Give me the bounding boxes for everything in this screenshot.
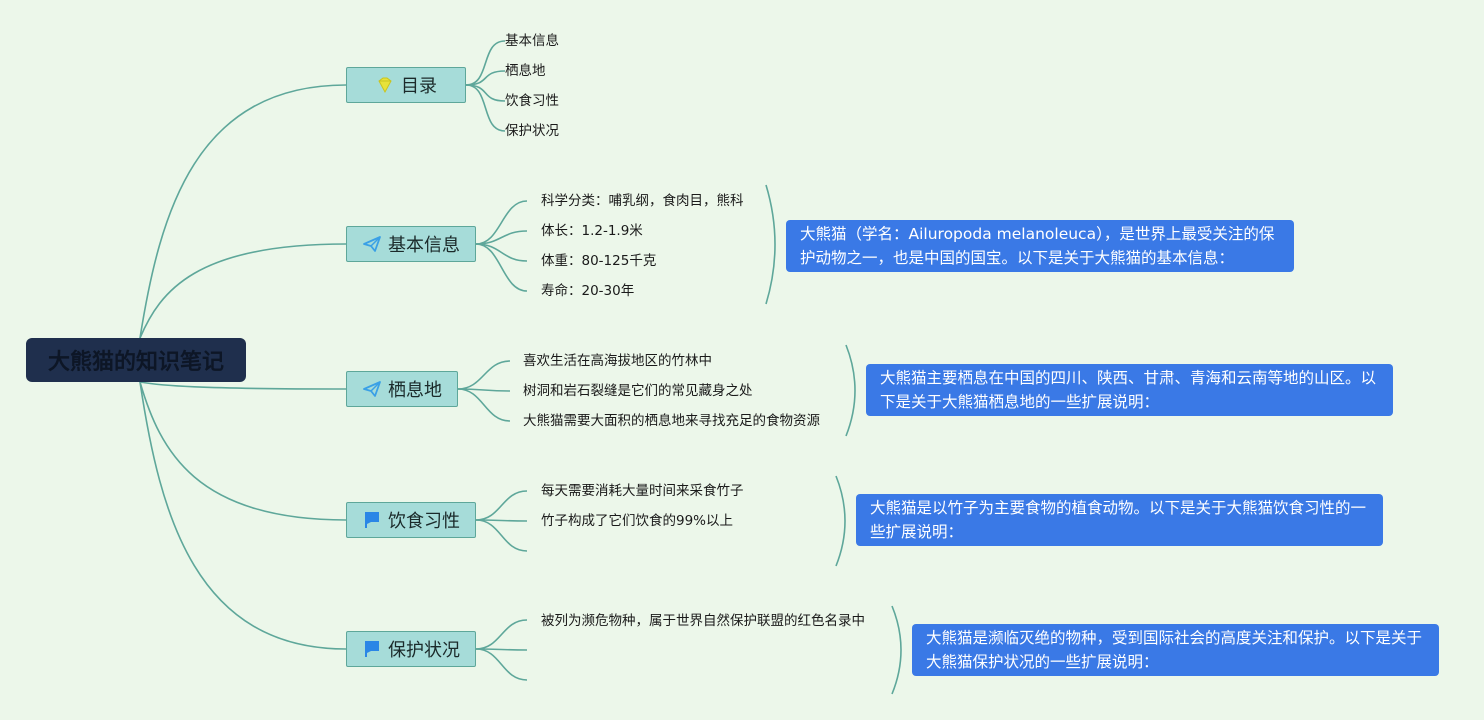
paper-plane-icon [363, 381, 381, 397]
leaf-basic-2[interactable]: 体长：1.2-1.9米 [541, 223, 643, 239]
note-diet[interactable]: 大熊猫是以竹子为主要食物的植食动物。以下是关于大熊猫饮食习性的一些扩展说明： [856, 494, 1383, 546]
branch-leaf-connector [475, 243, 528, 292]
branch-toc[interactable]: 目录 [346, 67, 466, 103]
leaf-diet-1[interactable]: 每天需要消耗大量时间来采食竹子 [541, 483, 744, 499]
note-bracket [765, 184, 776, 305]
branch-label-toc: 目录 [401, 76, 437, 97]
note-bracket [845, 344, 856, 437]
note-bracket [835, 475, 846, 567]
flag-icon [365, 512, 379, 528]
leaf-toc-1[interactable]: 基本信息 [505, 33, 559, 49]
note-basic-info[interactable]: 大熊猫（学名：Ailuropoda melanoleuca），是世界上最受关注的… [786, 220, 1294, 272]
leaf-habitat-1[interactable]: 喜欢生活在高海拔地区的竹林中 [523, 353, 712, 369]
gem-icon [378, 77, 392, 94]
branch-basic-info[interactable]: 基本信息 [346, 226, 476, 262]
leaf-diet-2[interactable]: 竹子构成了它们饮食的99%以上 [541, 513, 734, 529]
branch-leaf-connector [465, 84, 506, 102]
branch-protection[interactable]: 保护状况 [346, 631, 476, 667]
branch-leaf-connector [475, 648, 528, 681]
branch-leaf-connector [475, 490, 528, 521]
branch-leaf-connector [475, 200, 528, 245]
branch-label-basic-info: 基本信息 [388, 235, 460, 256]
branch-leaf-connector [465, 40, 506, 86]
flag-icon [365, 641, 379, 657]
leaf-toc-2[interactable]: 栖息地 [505, 63, 546, 79]
root-branch-connector [139, 381, 347, 521]
branch-habitat[interactable]: 栖息地 [346, 371, 458, 407]
branch-leaf-connector [465, 70, 506, 86]
note-bracket [891, 605, 902, 695]
leaf-protect-1[interactable]: 被列为濒危物种，属于世界自然保护联盟的红色名录中 [541, 613, 865, 629]
branch-leaf-connector [475, 619, 528, 650]
branch-label-diet: 饮食习性 [388, 511, 460, 532]
root-branch-connector [139, 381, 347, 650]
branch-label-habitat: 栖息地 [388, 380, 442, 401]
leaf-basic-3[interactable]: 体重：80-125千克 [541, 253, 657, 269]
root-branch-connector [139, 381, 347, 390]
leaf-habitat-2[interactable]: 树洞和岩石裂缝是它们的常见藏身之处 [523, 383, 753, 399]
note-protection[interactable]: 大熊猫是濒临灭绝的物种，受到国际社会的高度关注和保护。以下是关于大熊猫保护状况的… [912, 624, 1439, 676]
branch-label-protection: 保护状况 [388, 640, 460, 661]
branch-leaf-connector [475, 519, 528, 552]
root-title: 大熊猫的知识笔记 [47, 350, 224, 375]
note-habitat[interactable]: 大熊猫主要栖息在中国的四川、陕西、甘肃、青海和云南等地的山区。以下是关于大熊猫栖… [866, 364, 1393, 416]
leaf-basic-4[interactable]: 寿命：20-30年 [541, 283, 635, 299]
leaf-toc-3[interactable]: 饮食习性 [505, 93, 559, 109]
branch-leaf-connector [465, 84, 506, 132]
branch-leaf-connector [457, 360, 511, 390]
paper-plane-icon [363, 236, 381, 252]
root-node[interactable]: 大熊猫的知识笔记 [26, 338, 246, 382]
leaf-basic-1[interactable]: 科学分类：哺乳纲，食肉目，熊科 [541, 193, 744, 209]
leaf-habitat-3[interactable]: 大熊猫需要大面积的栖息地来寻找充足的食物资源 [523, 413, 820, 429]
leaf-toc-4[interactable]: 保护状况 [505, 123, 559, 139]
root-branch-connector [139, 84, 347, 339]
branch-diet[interactable]: 饮食习性 [346, 502, 476, 538]
root-branch-connector [139, 243, 347, 339]
branch-leaf-connector [457, 388, 511, 422]
